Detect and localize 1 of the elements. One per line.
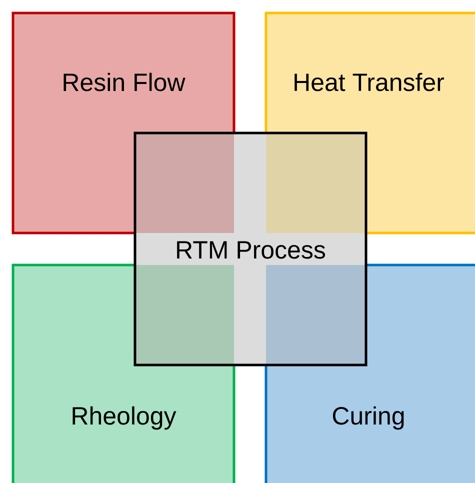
process-box: RTM Process [134, 132, 368, 366]
